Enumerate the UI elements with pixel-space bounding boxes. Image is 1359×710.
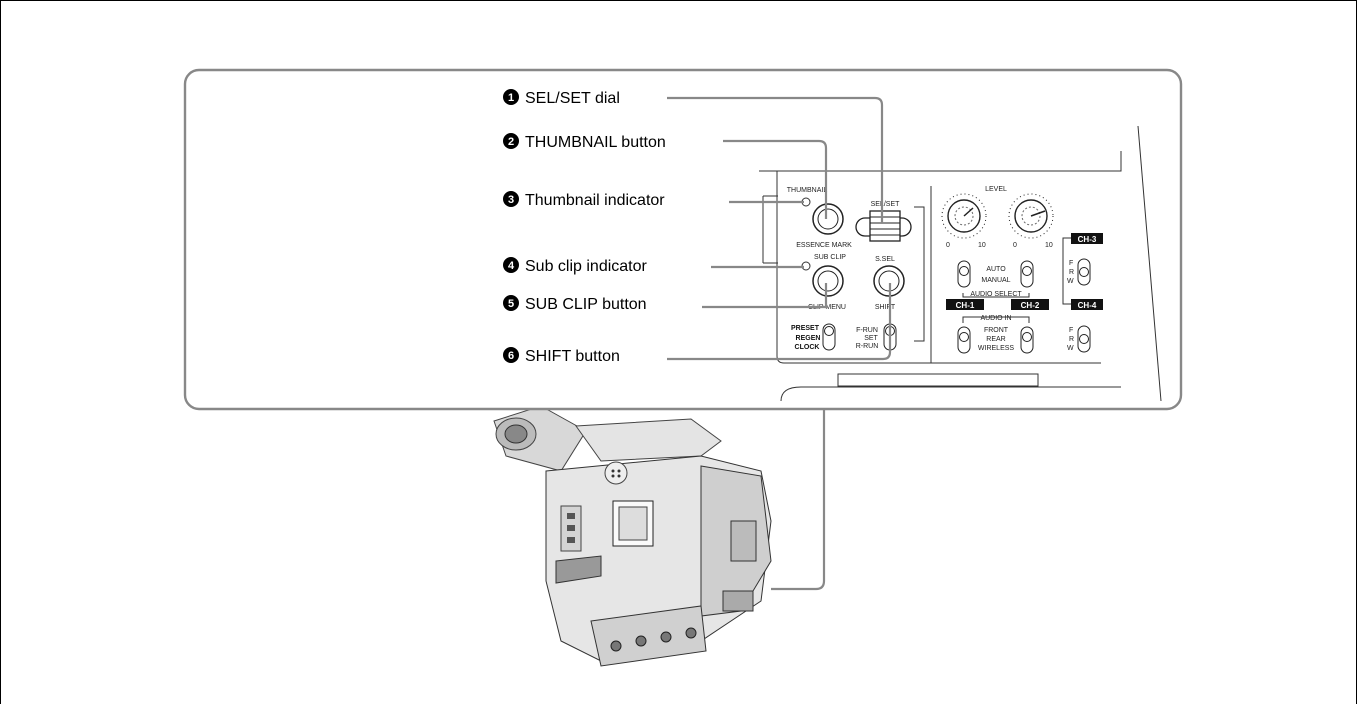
callout-3-label: Thumbnail indicator (525, 192, 665, 209)
regen-label: REGEN (796, 335, 821, 342)
s-sel-label: S.SEL (875, 256, 895, 263)
leader-6 (667, 283, 892, 361)
essence-mark-label: ESSENCE MARK (796, 242, 852, 249)
callout-4-number: 4 (508, 260, 515, 272)
callout-frame (183, 68, 1183, 411)
leader-lines (667, 96, 892, 361)
auto-label: AUTO (986, 266, 1006, 273)
callout-5-label: SUB CLIP button (525, 296, 647, 313)
sel-set-dial[interactable] (869, 210, 901, 242)
callout-5: 5 SUB CLIP button (503, 295, 647, 313)
ch3-r-label: R (1069, 269, 1074, 276)
callout-labels: 1 SEL/SET dial 2 THUMBNAIL button 3 Thum… (503, 89, 666, 365)
ch1-badge (946, 299, 984, 310)
f-run-label: F-RUN (856, 327, 878, 334)
callout-3: 3 Thumbnail indicator (503, 191, 665, 209)
thumbnail-label: THUMBNAIL (787, 187, 828, 194)
leader-1 (667, 96, 884, 223)
sel-set-label: SEL/SET (871, 201, 901, 208)
frame-connector-line (771, 409, 826, 591)
level-ch1-min: 0 (946, 242, 950, 249)
callout-6-label: SHIFT button (525, 348, 620, 365)
ch4-badge (1071, 299, 1103, 310)
set-label: SET (864, 335, 878, 342)
ch4-f-label: F (1069, 327, 1073, 334)
ch3-label: CH-3 (1078, 235, 1097, 244)
ch4-r-label: R (1069, 336, 1074, 343)
preset-label: PRESET (791, 325, 820, 332)
callout-2-label: THUMBNAIL button (525, 134, 666, 151)
level-ch2-min: 0 (1013, 242, 1017, 249)
manual-label: MANUAL (981, 277, 1010, 284)
callout-1-label: SEL/SET dial (525, 90, 620, 107)
level-ch2-max: 10 (1045, 242, 1053, 249)
level-label: LEVEL (985, 186, 1007, 193)
sub-clip-label: SUB CLIP (814, 254, 846, 261)
audio-select-label: AUDIO SELECT (970, 291, 1022, 298)
callout-6: 6 SHIFT button (503, 347, 620, 365)
r-run-label: R-RUN (856, 343, 879, 350)
wireless-label: WIRELESS (978, 345, 1015, 352)
callout-3-number-icon (503, 191, 519, 207)
callout-6-number-icon (503, 347, 519, 363)
callout-2: 2 THUMBNAIL button (503, 133, 666, 151)
callout-5-number-icon (503, 295, 519, 311)
callout-1-number-icon (503, 89, 519, 105)
clock-label: CLOCK (795, 344, 820, 351)
rear-label: REAR (986, 336, 1005, 343)
ch1-label: CH-1 (956, 301, 975, 310)
callout-5-number: 5 (508, 298, 514, 310)
leader-2 (723, 139, 828, 219)
control-panel: THUMBNAIL ESSENCE MARK SUB CLIP CLIP MEN… (759, 125, 1162, 402)
callout-4: 4 Sub clip indicator (503, 257, 648, 275)
ch4-w-label: W (1067, 345, 1074, 352)
callout-2-number: 2 (508, 136, 514, 148)
shift-label: SHIFT (875, 304, 896, 311)
ch3-badge (1071, 233, 1103, 244)
level-knob-ch1[interactable] (941, 193, 987, 239)
callout-2-number-icon (503, 133, 519, 149)
callout-1: 1 SEL/SET dial (503, 89, 620, 107)
ch2-badge (1011, 299, 1049, 310)
front-label: FRONT (984, 327, 1009, 334)
level-knob-ch2[interactable] (1008, 193, 1054, 239)
ch3-w-label: W (1067, 278, 1074, 285)
camcorder-illustration (493, 405, 772, 667)
ch3-f-label: F (1069, 260, 1073, 267)
callout-6-number: 6 (508, 350, 514, 362)
ch4-label: CH-4 (1078, 301, 1097, 310)
callout-4-label: Sub clip indicator (525, 258, 648, 275)
callout-3-number: 3 (508, 194, 514, 206)
ch2-label: CH-2 (1021, 301, 1040, 310)
callout-4-number-icon (503, 257, 519, 273)
callout-1-number: 1 (508, 92, 514, 104)
audio-in-label: AUDIO IN (980, 315, 1011, 322)
leader-5 (702, 283, 828, 309)
level-ch1-max: 10 (978, 242, 986, 249)
